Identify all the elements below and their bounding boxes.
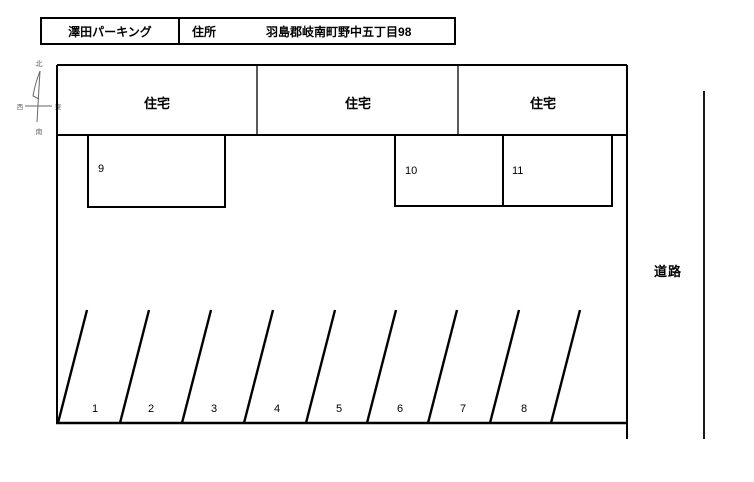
space-number-11: 11	[512, 165, 524, 177]
compass-needle-flag-icon	[32, 70, 41, 100]
space-number-5: 5	[335, 403, 343, 415]
compass-needle-icon	[36, 70, 41, 123]
compass-west-label: 西	[17, 103, 24, 111]
address-value: 羽島郡岐南町野中五丁目98	[266, 24, 412, 39]
header-table: 澤田パーキング 住所 羽島郡岐南町野中五丁目98	[40, 17, 456, 45]
stall-divider-5	[304, 309, 337, 424]
stall-divider-2	[118, 309, 151, 424]
stall-divider-1	[56, 309, 89, 424]
compass-north-label: 北	[36, 60, 43, 68]
parking-box-11	[502, 134, 613, 207]
space-number-3: 3	[210, 403, 218, 415]
house-label-3: 住宅	[529, 96, 556, 111]
house-label-2: 住宅	[344, 96, 371, 111]
house-label-1: 住宅	[143, 96, 170, 111]
space-number-7: 7	[459, 403, 467, 415]
road-label: 道路	[654, 264, 683, 279]
space-number-9: 9	[98, 163, 105, 175]
space-number-4: 4	[273, 403, 281, 415]
stall-divider-6	[365, 309, 398, 424]
parking-box-9	[87, 134, 226, 208]
stall-divider-4	[242, 309, 275, 424]
stall-divider-7	[426, 309, 459, 424]
address-cell: 住所 羽島郡岐南町野中五丁目98	[180, 19, 454, 43]
stall-divider-8	[488, 309, 521, 424]
space-number-1: 1	[91, 403, 99, 415]
compass-east-label: 東	[55, 102, 62, 111]
space-number-8: 8	[520, 403, 528, 415]
space-number-10: 10	[405, 165, 418, 177]
space-number-6: 6	[396, 403, 404, 415]
stall-divider-9	[549, 309, 582, 424]
compass-rose: 北 西 東 南	[17, 60, 62, 136]
compass-south-label: 南	[36, 127, 43, 136]
parking-name: 澤田パーキング	[42, 19, 180, 43]
stall-divider-3	[180, 309, 213, 424]
space-number-2: 2	[147, 403, 155, 415]
address-label: 住所	[192, 24, 217, 39]
